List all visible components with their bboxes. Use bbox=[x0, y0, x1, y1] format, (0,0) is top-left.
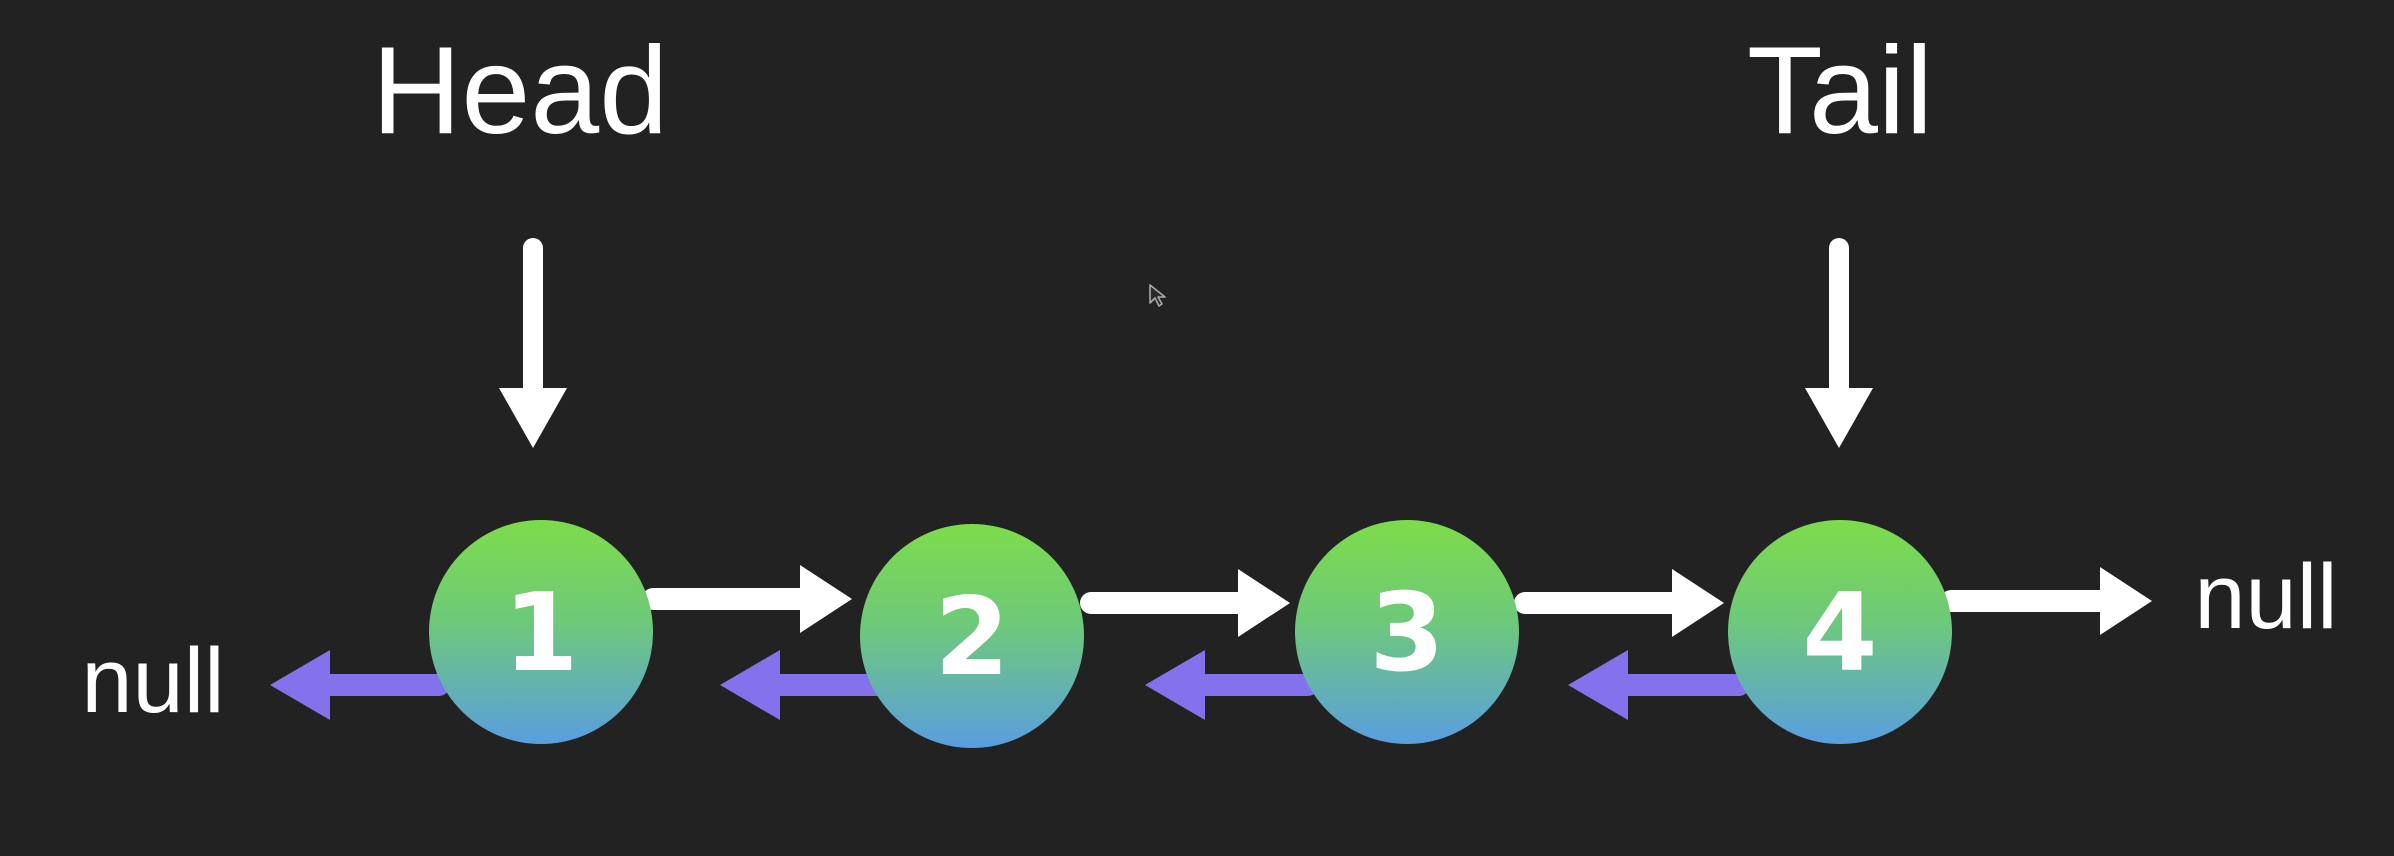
node-4-circle bbox=[1728, 520, 1952, 744]
node-4: 4 bbox=[1728, 520, 1952, 744]
null-right-label: null bbox=[2194, 546, 2337, 648]
node-1: 1 bbox=[429, 520, 653, 744]
mouse-cursor-icon bbox=[1149, 284, 1166, 307]
head-label: Head bbox=[372, 22, 668, 160]
next-arrow-1-2 bbox=[642, 565, 852, 633]
node-2-value: 2 bbox=[934, 575, 1009, 700]
prev-arrow-3-2 bbox=[1145, 650, 1319, 720]
node-2: 2 bbox=[860, 524, 1084, 748]
next-arrow-4-null bbox=[1940, 567, 2152, 635]
node-4-value: 4 bbox=[1802, 571, 1877, 696]
tail-pointer-arrow bbox=[1805, 238, 1873, 448]
node-2-circle bbox=[860, 524, 1084, 748]
next-arrow-3-4 bbox=[1514, 569, 1724, 637]
null-left-label: null bbox=[81, 630, 224, 732]
prev-arrow-4-3 bbox=[1568, 650, 1750, 720]
next-arrow-2-3 bbox=[1080, 569, 1290, 637]
node-3: 3 bbox=[1295, 520, 1519, 744]
node-3-circle bbox=[1295, 520, 1519, 744]
node-1-circle bbox=[429, 520, 653, 744]
prev-arrow-1-null bbox=[270, 650, 450, 720]
head-pointer-arrow bbox=[499, 238, 567, 448]
tail-label: Tail bbox=[1747, 22, 1933, 160]
prev-arrow-2-1 bbox=[720, 650, 888, 720]
node-1-value: 1 bbox=[503, 571, 578, 696]
node-3-value: 3 bbox=[1369, 571, 1444, 696]
